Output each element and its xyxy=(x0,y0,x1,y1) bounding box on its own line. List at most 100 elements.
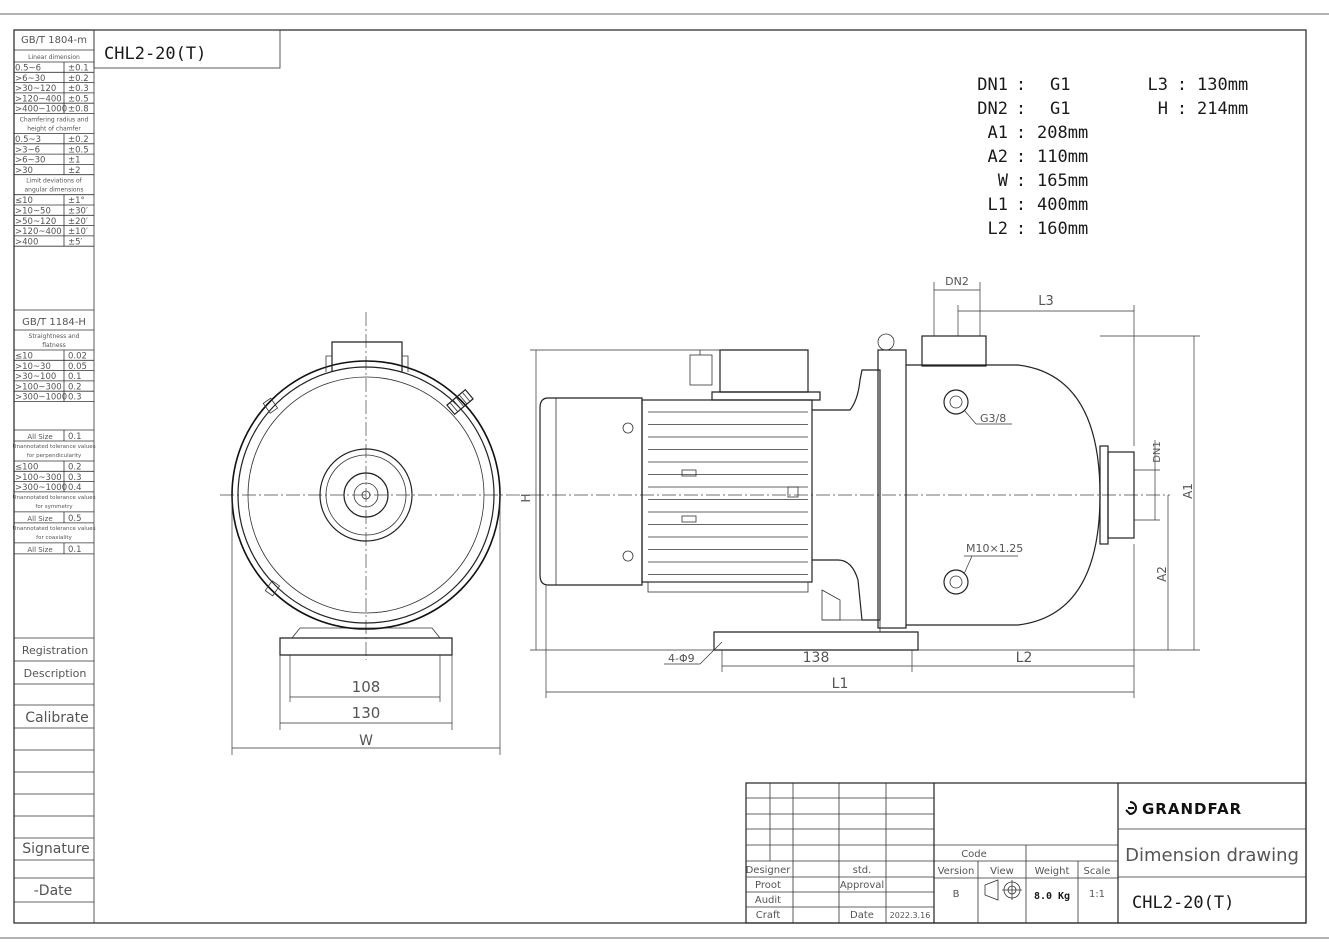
audit-label: Audit xyxy=(755,895,781,906)
dn1-label: DN1 xyxy=(1152,441,1163,463)
date-field-label: Date xyxy=(850,910,874,921)
motor-fins xyxy=(648,411,808,575)
spec-val-l1: 400mm xyxy=(1037,195,1088,215)
tolerance-value: 0.05 xyxy=(68,362,87,372)
dn2-label: DN2 xyxy=(945,275,969,288)
spec-sep: : xyxy=(1016,195,1026,215)
tolerance-header: GB/T 1184-H xyxy=(22,317,86,328)
tolerance-range: >6~30 xyxy=(15,74,45,84)
side-label-panel: Registration Description Calibrate Signa… xyxy=(14,637,94,903)
tolerance-range: >300~1000 xyxy=(15,483,67,493)
projection-symbol-icon xyxy=(984,879,1022,901)
tolerance-range: 0.5~3 xyxy=(15,135,41,145)
description-label: Description xyxy=(24,667,87,680)
tolerance-range: >6~30 xyxy=(15,156,45,166)
date-label: -Date xyxy=(34,883,73,899)
spec-val-a2: 110mm xyxy=(1037,147,1088,167)
scale-value: 1:1 xyxy=(1089,889,1105,900)
spec-sep: : xyxy=(1016,171,1026,191)
spec-key-dn2: DN2 xyxy=(977,99,1008,119)
tolerance-value: 0.2 xyxy=(68,463,82,473)
code-label: Code xyxy=(961,849,987,860)
tolerance-section-title: height of chamfer xyxy=(27,126,81,133)
tolerance-value: 0.02 xyxy=(68,352,87,362)
l1-label: L1 xyxy=(832,676,849,692)
h-label: H xyxy=(519,493,533,502)
tolerance-range: >100~300 xyxy=(15,473,62,483)
tolerance-value: ±30′ xyxy=(68,207,88,217)
spec-sep: : xyxy=(1016,219,1026,239)
tolerance-range: >100~300 xyxy=(15,382,62,392)
spec-sep: : xyxy=(1177,99,1187,119)
spec-key-l3: L3 xyxy=(1148,75,1168,95)
tolerance-section-title: Unannotated tolerance values xyxy=(12,526,95,532)
a2-label: A2 xyxy=(1155,566,1169,582)
tolerance-header: GB/T 1804-m xyxy=(21,35,87,46)
version-value: B xyxy=(953,889,960,900)
dim-138-label: 138 xyxy=(803,650,830,666)
tolerance-section-title: flatness xyxy=(42,342,66,349)
spec-val-dn2: G1 xyxy=(1050,99,1070,119)
tolerance-value: ±0.1 xyxy=(68,64,89,74)
dim-130-label: 130 xyxy=(352,704,381,722)
g38-label: G3/8 xyxy=(980,412,1006,425)
approval-label: Approval xyxy=(840,880,884,891)
tolerance-value: ±0.2 xyxy=(68,135,89,145)
tolerance-value: 0.1 xyxy=(68,432,82,442)
front-view: 108 130 W xyxy=(220,312,520,755)
tolerance-value: 0.1 xyxy=(68,545,82,555)
tolerance-range: >30 xyxy=(15,166,33,176)
side-view: G3/8 M10×1.25 DN2 L3 DN1 A1 A2 H xyxy=(519,275,1200,698)
tolerance-value: ±0.5 xyxy=(68,145,89,155)
spec-sep: : xyxy=(1016,75,1026,95)
weight-value: 8.0 Kg xyxy=(1034,891,1070,902)
signature-label: Signature xyxy=(22,841,90,857)
tolerance-value: 0.3 xyxy=(68,473,82,483)
tolerance-section-title: Chamfering radius and xyxy=(20,117,89,124)
tolerance-section-title: angular dimensions xyxy=(24,187,83,194)
tolerance-value: ±5′ xyxy=(68,237,83,247)
tolerance-range: 0.5~6 xyxy=(15,64,41,74)
tolerance-range: All Size xyxy=(27,515,52,523)
tolerance-value: 0.1 xyxy=(68,372,82,382)
designer-label: Designer xyxy=(746,865,792,876)
tolerance-value: ±0.2 xyxy=(68,74,89,84)
spec-val-a1: 208mm xyxy=(1037,123,1088,143)
tolerance-value: ±0.8 xyxy=(68,105,89,115)
tolerance-range: >120~400 xyxy=(15,94,62,104)
weight-label: Weight xyxy=(1035,866,1070,877)
spec-sep: : xyxy=(1016,147,1026,167)
tolerance-range: >50~120 xyxy=(15,217,56,227)
tolerance-section-title: for perpendicularity xyxy=(27,453,82,459)
tolerance-range: >400 xyxy=(15,237,38,247)
tolerance-value: ±1° xyxy=(68,196,85,206)
version-label: Version xyxy=(938,866,975,877)
tolerance-value: ±2 xyxy=(68,166,81,176)
scale-label: Scale xyxy=(1084,866,1111,877)
tolerance-range: >30~100 xyxy=(15,372,56,382)
tolerance-range: All Size xyxy=(27,546,52,554)
spec-key-a1: A1 xyxy=(988,123,1008,143)
view-label: View xyxy=(990,866,1014,877)
tolerance-section-title: Linear dimension xyxy=(28,54,80,61)
dim-w-label: W xyxy=(359,733,373,749)
grandfar-logo: GRANDFAR xyxy=(1125,800,1242,818)
spec-val-w: 165mm xyxy=(1037,171,1088,191)
tolerance-range: ≤10 xyxy=(15,196,33,206)
spec-sep: : xyxy=(1016,123,1026,143)
spec-key-h: H xyxy=(1158,99,1168,119)
tolerance-range: >400~1000 xyxy=(15,105,67,115)
tolerance-value: 0.3 xyxy=(68,393,82,403)
tolerance-section-title: Straightness and xyxy=(29,333,80,340)
tolerance-value: 0.2 xyxy=(68,382,82,392)
brand-name: GRANDFAR xyxy=(1142,800,1242,818)
tolerance-value: ±1 xyxy=(68,156,81,166)
tolerance-value: 0.5 xyxy=(68,514,82,524)
tolerance-range: >300~1000 xyxy=(15,393,67,403)
tolerance-value: ±0.5 xyxy=(68,94,89,104)
tolerance-range: All Size xyxy=(27,433,52,441)
spec-key-w: W xyxy=(998,171,1009,191)
model-title: CHL2-20(T) xyxy=(104,44,206,64)
tolerance-value: ±0.3 xyxy=(68,84,89,94)
